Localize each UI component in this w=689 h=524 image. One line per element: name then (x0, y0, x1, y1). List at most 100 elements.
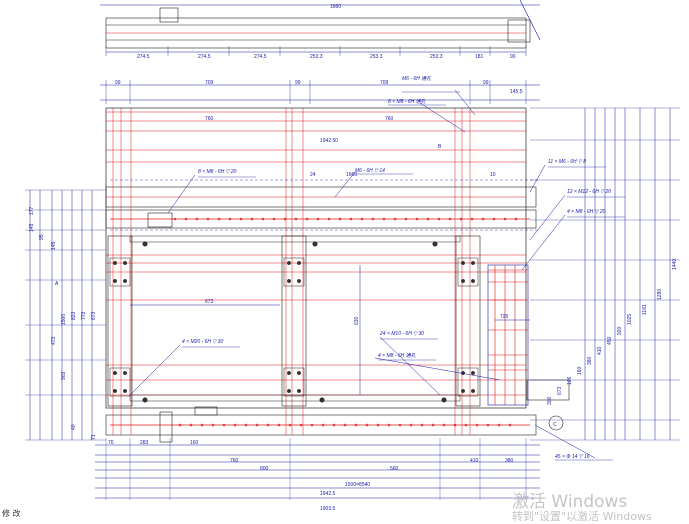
bolt-hole (287, 389, 291, 393)
mount-hole (142, 397, 148, 403)
frame-geometry (25, 0, 680, 500)
mounting-rail (105, 209, 537, 229)
right-dim-label: 1025 (627, 314, 633, 325)
bottom-dim-label: 760 (230, 458, 239, 464)
right-dim-label: 160 (577, 366, 583, 375)
rail-hole (442, 423, 446, 427)
rail-hole (189, 423, 193, 427)
upright-post (107, 235, 133, 407)
inner-dim-label: 630 (354, 316, 360, 325)
bolt-hole (287, 279, 291, 283)
right-dim-label: 380 (587, 356, 593, 365)
left-dim-label: 145 (29, 223, 35, 232)
rail-hole (261, 217, 265, 221)
left-dim-label: 773 (81, 311, 87, 320)
bolt-hole (461, 279, 465, 283)
upper-dim-label: 145.5 (510, 89, 523, 95)
rail-hole (343, 423, 347, 427)
callout-leader (129, 344, 181, 396)
rail-hole (349, 217, 353, 221)
rail-hole (486, 423, 490, 427)
section-marker: B (438, 144, 442, 150)
callout-leader (454, 89, 476, 116)
callout-leader (534, 424, 596, 459)
right-dim-label: 450 (607, 336, 613, 345)
rail-hole (382, 217, 386, 221)
upright-post (281, 235, 307, 407)
rail-hole (393, 217, 397, 221)
rail-hole (387, 423, 391, 427)
rail-hole (497, 423, 501, 427)
bolt-hole (113, 389, 117, 393)
windows-activation-watermark: 激活 Windows (512, 492, 628, 512)
top-dim-label: 181 (475, 54, 484, 60)
rail-hole (360, 217, 364, 221)
top-view-leader (519, 0, 541, 41)
upper-dim-label: 99 (115, 80, 121, 86)
bolt-hole (297, 279, 301, 283)
left-dim-label: 40 (71, 424, 77, 430)
rail-hole (508, 423, 512, 427)
top-dim-label: 253.3 (370, 54, 383, 60)
upper-dim-label: 1660 (346, 172, 357, 178)
bottom-dim-label: 1942.5 (320, 491, 336, 497)
bolt-hole (461, 261, 465, 265)
rail-hole (288, 423, 292, 427)
rail-hole (184, 217, 188, 221)
left-dim-label: 473 (51, 336, 57, 345)
top-view-end-block (507, 19, 531, 43)
mount-hole (432, 241, 438, 247)
bolt-hole (123, 389, 127, 393)
rail-hole (228, 217, 232, 221)
callout-label: 12 × M12 - 6H ▽ 20 (567, 189, 611, 195)
upper-dim-label: 99 (295, 80, 301, 86)
right-dim-label: 1280 (657, 289, 663, 300)
rail-hole (415, 217, 419, 221)
bottom-dim-label: 1903.5 (320, 506, 336, 512)
left-lower-block (159, 411, 173, 443)
inner-dim-label: 725 (500, 314, 509, 320)
left-dim-label: 1500 (61, 314, 67, 325)
callout-label: 11 × M6 - 6H ▽ 8 (548, 159, 586, 165)
callout-leader (529, 164, 546, 193)
top-dim-label: 253.3 (430, 54, 443, 60)
corner-caption: 修 改 (2, 509, 21, 518)
callout-leader (167, 174, 196, 214)
foot-plate (283, 367, 305, 397)
rail-hole (310, 423, 314, 427)
rail-hole (178, 423, 182, 427)
bolt-hole (113, 261, 117, 265)
left-dim-label: 145 (51, 241, 57, 250)
rail-hole (222, 423, 226, 427)
callout-label: M6 - 6H ▽ 14 (355, 168, 385, 174)
top-dim-label: 90 (510, 54, 516, 60)
foot-plate (109, 367, 131, 397)
right-dim-label: 410 (597, 346, 603, 355)
bottom-rail (105, 414, 537, 436)
bolt-hole (123, 261, 127, 265)
top-dim-label: 274.5 (137, 54, 150, 60)
rail-hole (195, 217, 199, 221)
bottom-dim-label: 283 (140, 440, 149, 446)
rail-hole (327, 217, 331, 221)
rail-hole (426, 217, 430, 221)
rail-hole (376, 423, 380, 427)
callout-leader (334, 171, 356, 198)
rail-hole (277, 423, 281, 427)
callout-leader (374, 357, 501, 381)
callout-label: 4 × M8 - 6H 通孔 (378, 352, 417, 359)
left-dim-label: 71 (91, 434, 97, 440)
upper-dim-label: 709 (380, 80, 389, 86)
bolt-hole (287, 371, 291, 375)
rail-hole (294, 217, 298, 221)
bolt-hole (297, 389, 301, 393)
rail-hole (200, 423, 204, 427)
datum-circle (548, 415, 564, 431)
bottom-dim-label: 70 (108, 440, 114, 446)
right-dim-label: 106 (567, 376, 573, 385)
rail-hole (437, 217, 441, 221)
crossbar (129, 394, 461, 402)
callout-label: 8 × M8 - 6H ▽ 20 (198, 169, 237, 175)
rail-hole (217, 217, 221, 221)
